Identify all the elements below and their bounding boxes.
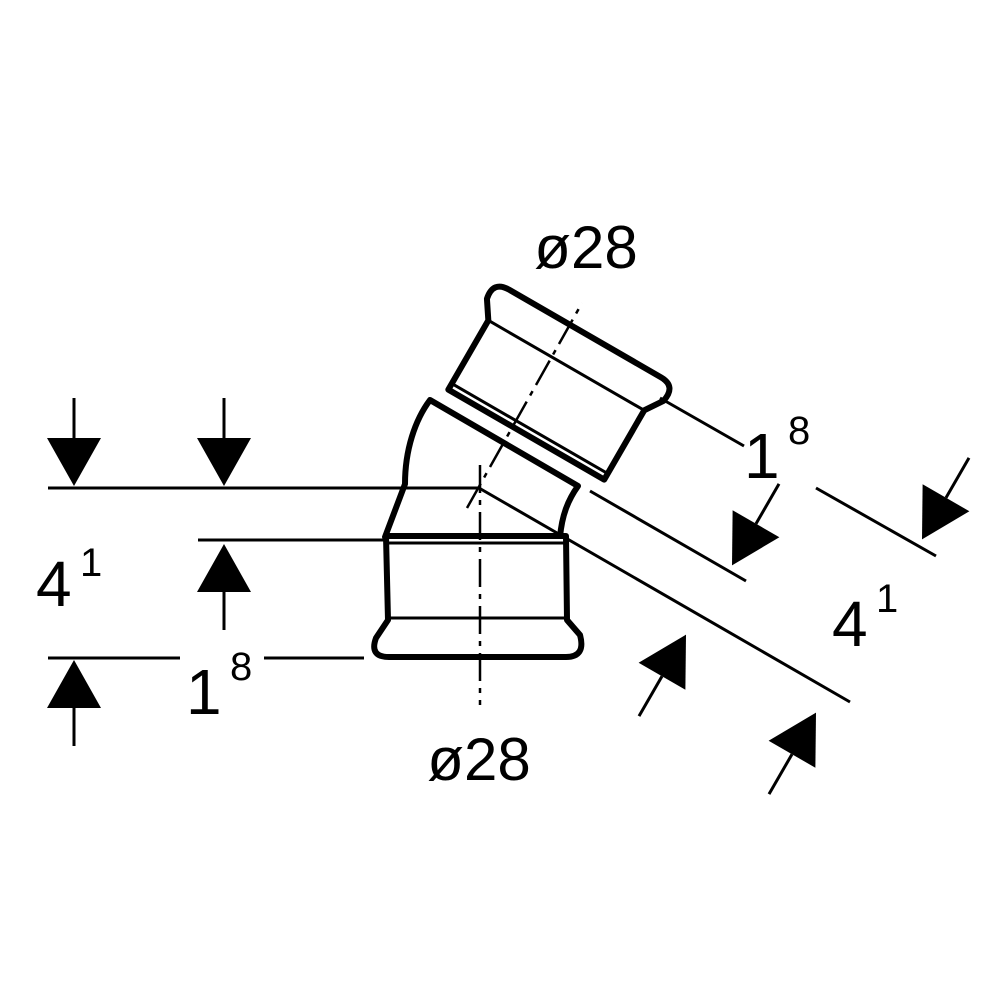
right-insertion-label: 1 8	[744, 409, 810, 492]
right-insertion-arrow-b	[922, 457, 971, 540]
upper-socket-rim	[451, 382, 609, 475]
reference-line-socket-angled	[589, 489, 747, 583]
top-diameter-label: ø28	[534, 214, 637, 281]
bottom-insertion-label: 1 8	[186, 645, 252, 728]
reference-line-end-angled-b	[815, 486, 937, 558]
right-length-base: 4	[832, 588, 868, 660]
left-height-exp: 1	[80, 541, 102, 585]
socket-depth-arrow-bottom	[197, 544, 251, 630]
right-length-arrow-b	[767, 712, 816, 795]
bottom-insertion-exp: 8	[230, 645, 252, 689]
right-length-arrow-a	[637, 634, 686, 717]
elbow-fitting	[371, 283, 673, 660]
reference-line-center-angled	[478, 486, 851, 704]
angled-center-axis	[465, 302, 584, 509]
lower-socket	[371, 533, 585, 660]
right-length-exp: 1	[876, 577, 898, 621]
left-height-base: 4	[36, 548, 72, 620]
right-insertion-exp: 8	[788, 409, 810, 453]
upper-socket-bead	[487, 319, 647, 413]
right-insertion-arrow-a	[732, 483, 781, 566]
bottom-diameter-label: ø28	[427, 726, 530, 793]
right-insertion-base: 1	[744, 420, 780, 492]
left-height-arrow-top	[47, 398, 101, 486]
left-height-label: 4 1	[36, 541, 102, 620]
left-height-arrow-bottom	[47, 660, 101, 746]
right-length-label: 4 1	[832, 577, 898, 660]
reference-line-end-angled-a	[659, 396, 745, 448]
socket-depth-arrow-top	[197, 398, 251, 486]
bottom-insertion-base: 1	[186, 656, 222, 728]
